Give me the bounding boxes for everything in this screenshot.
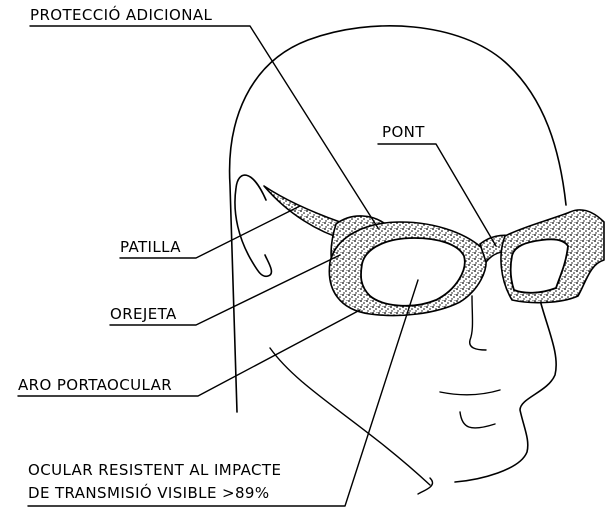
leader-proteccio	[30, 26, 378, 228]
label-ocular-line2: DE TRANSMISIÓ VISIBLE >89%	[28, 483, 270, 502]
nose	[470, 296, 486, 350]
label-ocular-line1: OCULAR RESISTENT AL IMPACTE	[28, 461, 281, 479]
head-outline	[230, 26, 566, 412]
mouth	[440, 390, 500, 395]
label-aro-portaocular: ARO PORTAOCULAR	[18, 376, 172, 394]
label-patilla: PATILLA	[120, 238, 181, 256]
cheek-line	[270, 348, 430, 485]
label-pont: PONT	[382, 123, 425, 141]
ear	[235, 175, 272, 276]
label-proteccio-adicional: PROTECCIÓ ADICIONAL	[30, 5, 212, 24]
label-orejeta: OREJETA	[110, 305, 177, 323]
chin	[460, 412, 495, 428]
